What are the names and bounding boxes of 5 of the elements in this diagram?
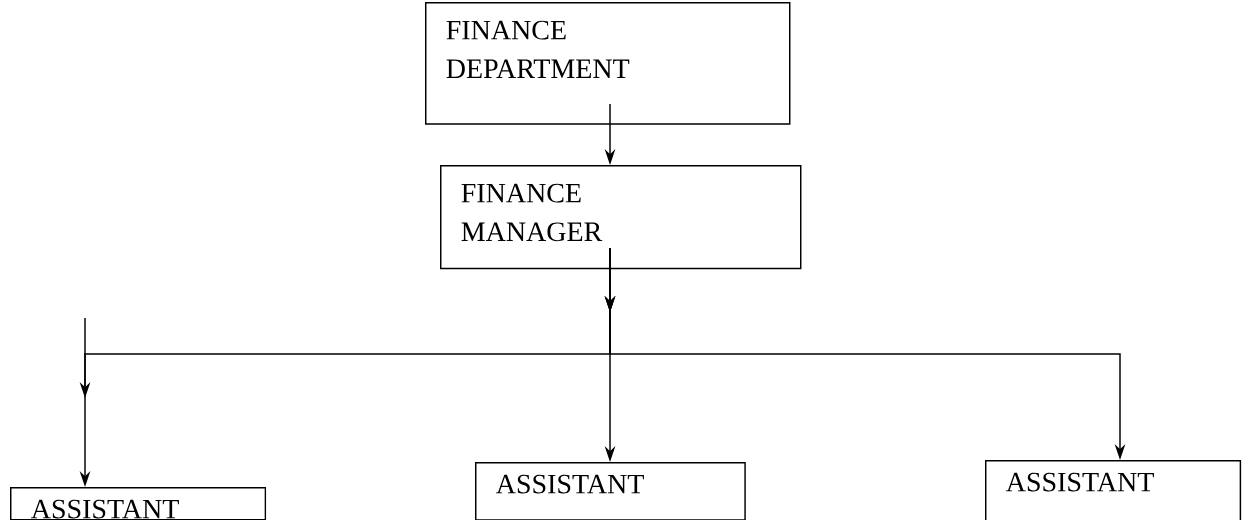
org-box: FINANCE DEPARTMENT <box>425 2 791 125</box>
org-box: ASSISTANT <box>10 487 267 520</box>
org-box: FINANCE MANAGER <box>440 165 802 270</box>
org-box: ASSISTANT <box>985 460 1242 520</box>
org-box: ASSISTANT <box>475 462 746 520</box>
